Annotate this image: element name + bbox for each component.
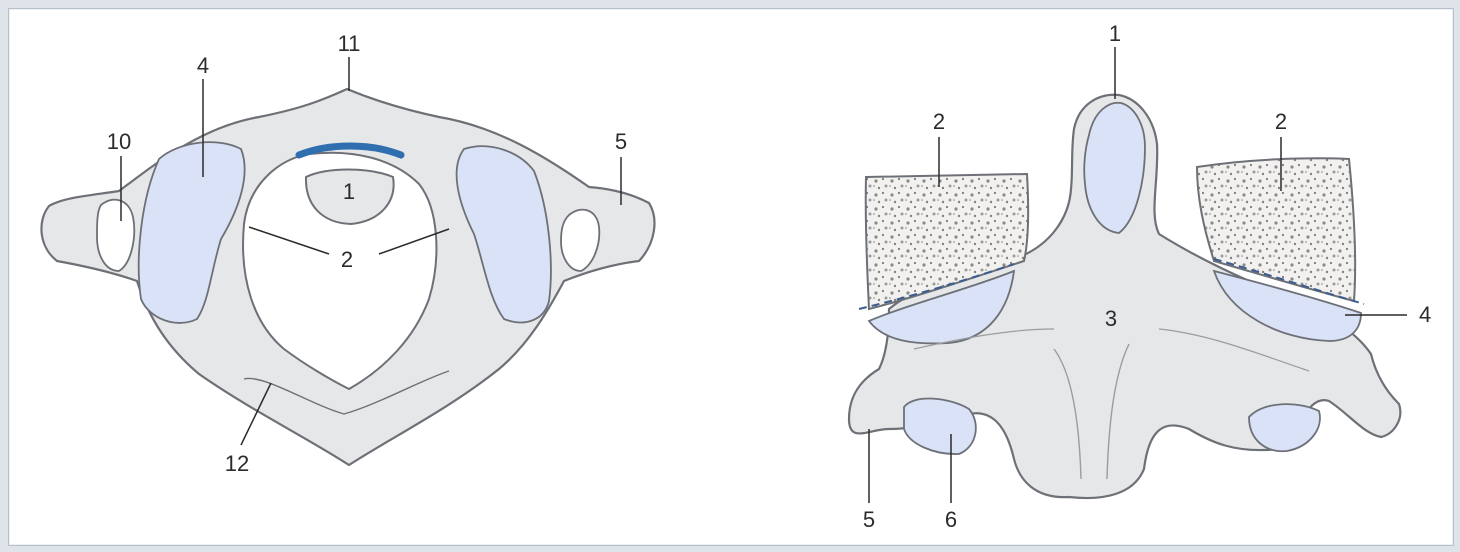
inferior-facet-left [904,399,976,455]
vertebra-diagram: 1 2 4 5 10 11 12 [9,9,1453,545]
label-left-10: 10 [107,129,131,154]
label-right-4: 4 [1419,302,1431,327]
axis-posterior-view: 1 2 2 3 4 5 6 [849,21,1431,532]
label-right-3: 3 [1105,306,1117,331]
label-right-5: 5 [863,507,875,532]
label-right-1: 1 [1109,21,1121,46]
label-left-1: 1 [343,179,355,204]
label-left-2: 2 [341,247,353,272]
label-right-2-left: 2 [933,109,945,134]
label-left-4: 4 [197,53,209,78]
label-left-12: 12 [225,451,249,476]
label-left-11: 11 [338,31,361,56]
atlas-superior-view: 1 2 4 5 10 11 12 [41,31,654,476]
label-right-2-right: 2 [1275,109,1287,134]
label-left-5: 5 [615,129,627,154]
label-right-6: 6 [945,507,957,532]
transverse-foramen-left [97,200,134,271]
figure-frame: 1 2 4 5 10 11 12 [8,8,1454,546]
inferior-facet-right [1249,404,1320,451]
